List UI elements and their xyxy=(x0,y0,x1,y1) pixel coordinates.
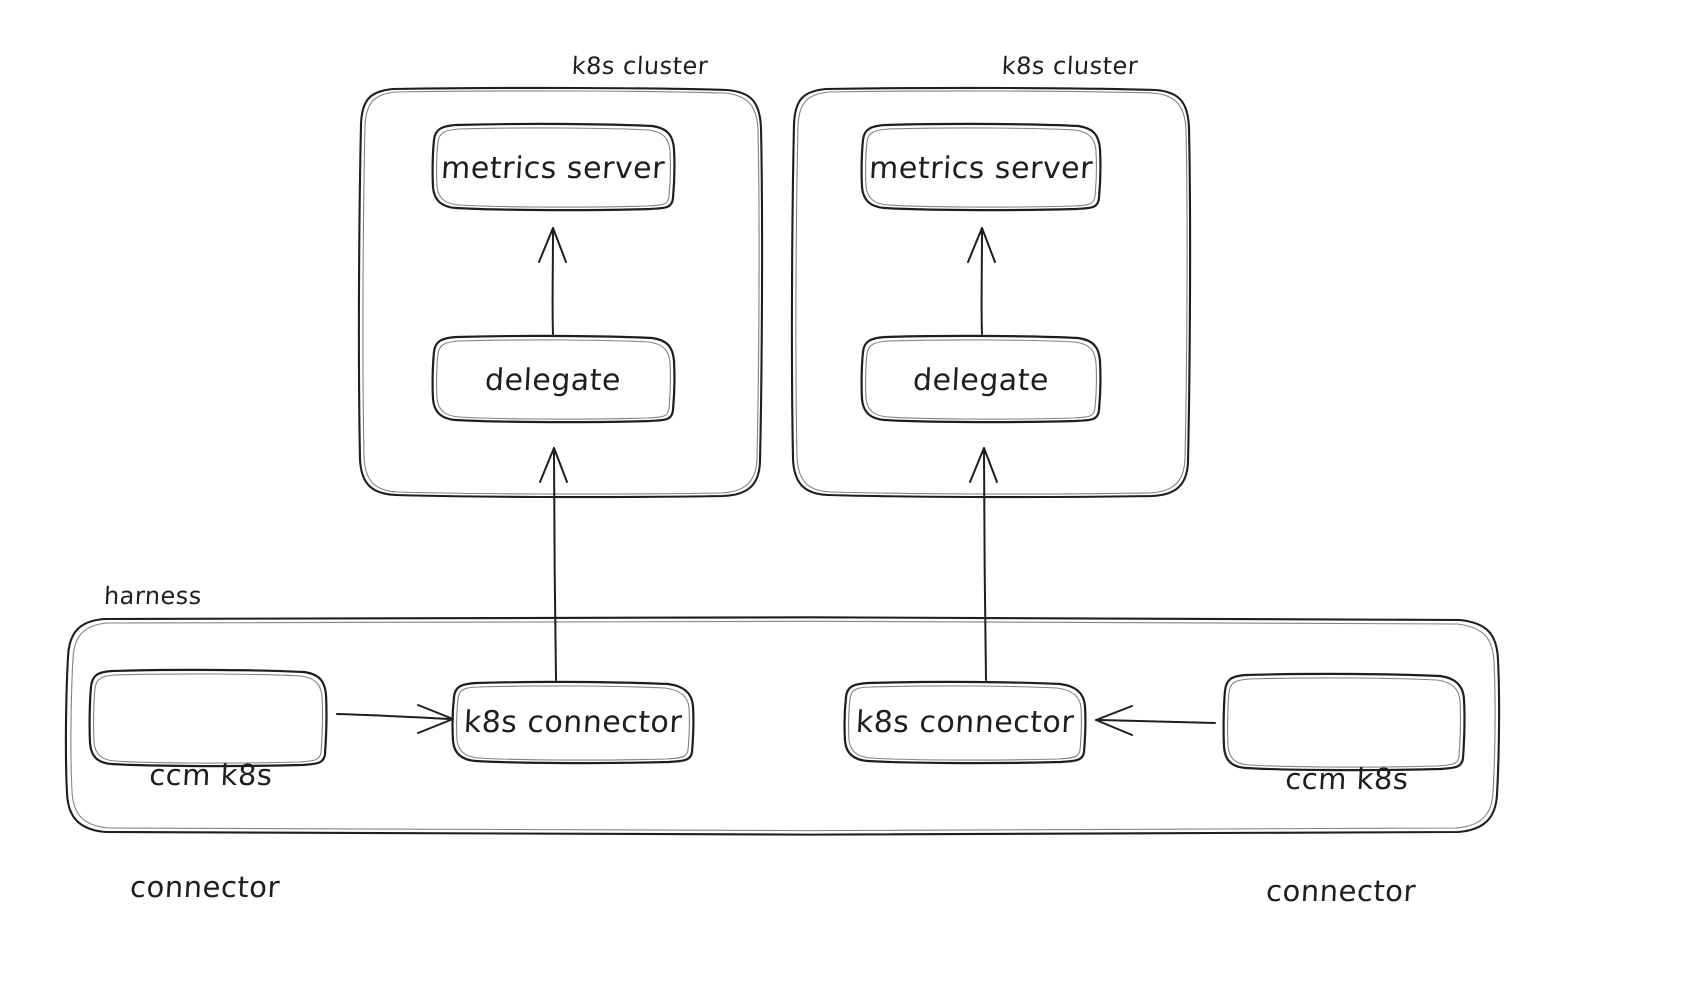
arrow-k8s-connector-to-delegate-left xyxy=(539,447,568,681)
arrow-ccm-to-k8s-connector-right xyxy=(1095,705,1216,736)
node-delegate-left[interactable] xyxy=(431,334,676,424)
node-k8s-connector-right[interactable] xyxy=(843,680,1087,765)
arrow-k8s-connector-to-delegate-right xyxy=(969,447,998,681)
node-ccm-k8s-connector-left[interactable] xyxy=(88,668,328,768)
node-metrics-server-right[interactable] xyxy=(860,122,1102,212)
node-delegate-right[interactable] xyxy=(860,334,1102,424)
arrow-delegate-to-metrics-right xyxy=(967,227,996,335)
arrow-delegate-to-metrics-left xyxy=(538,227,567,335)
node-ccm-k8s-connector-right[interactable] xyxy=(1222,672,1466,772)
node-k8s-connector-left[interactable] xyxy=(451,680,695,765)
group-cluster-left[interactable] xyxy=(357,86,764,499)
node-metrics-server-left[interactable] xyxy=(431,122,676,212)
arrow-ccm-to-k8s-connector-left xyxy=(336,704,454,734)
group-harness[interactable] xyxy=(64,616,1501,836)
group-cluster-right[interactable] xyxy=(790,86,1192,499)
